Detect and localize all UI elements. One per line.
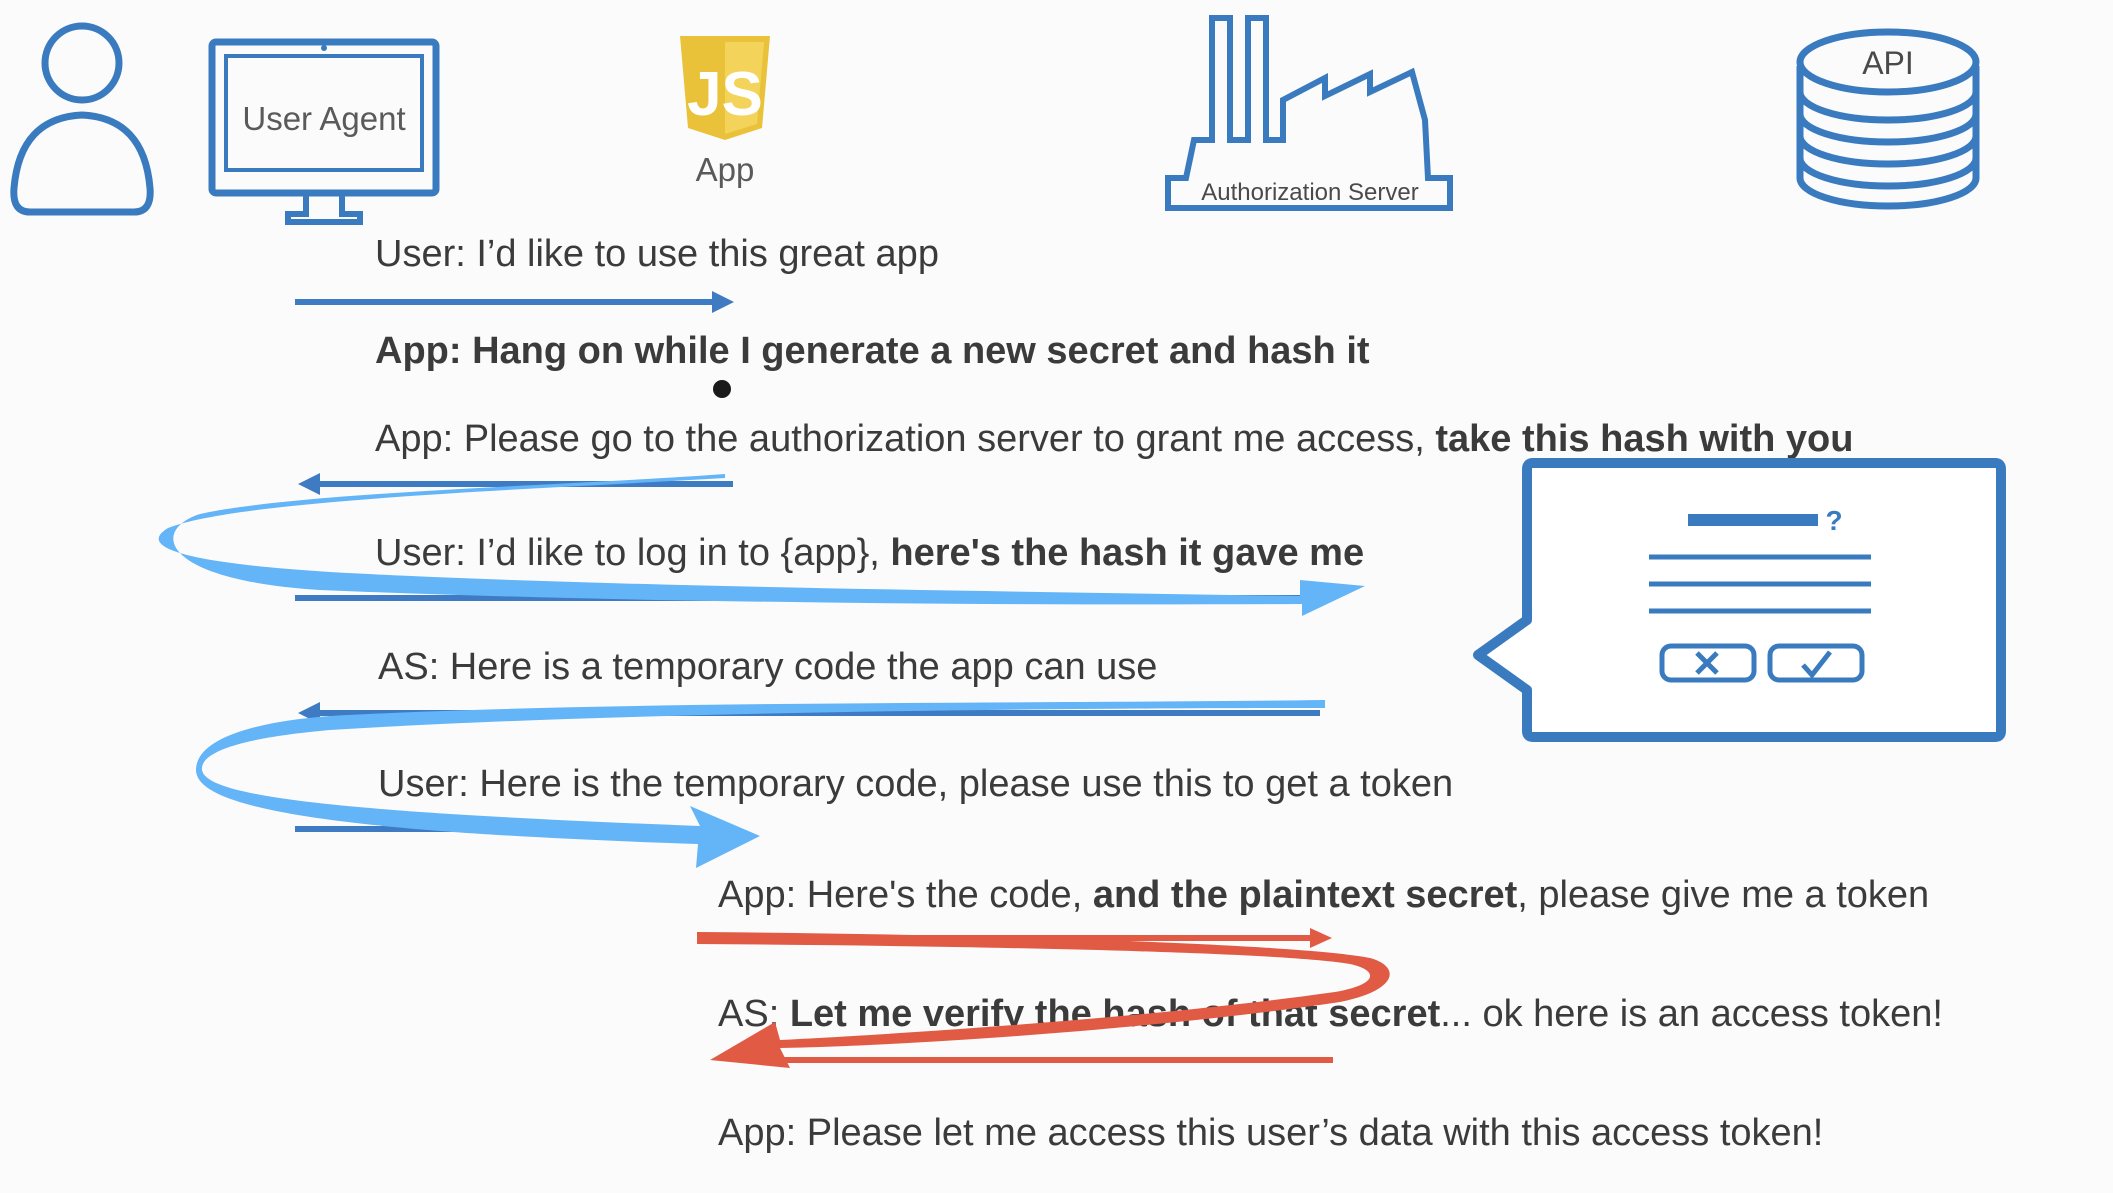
message-1: User: I’d like to use this great app: [375, 233, 939, 275]
user-icon: [10, 22, 154, 216]
app-label: App: [696, 151, 755, 188]
api-database-icon: API: [1796, 28, 1980, 210]
x-mark-icon: [1695, 651, 1719, 675]
consent-dialog: ?: [1473, 458, 2006, 742]
api-label: API: [1862, 45, 1914, 81]
message-7: App: Here's the code, and the plaintext …: [718, 874, 1929, 916]
user-agent-label: User Agent: [242, 100, 405, 137]
app-js-logo-icon: JS App: [680, 36, 770, 188]
question-mark-icon: ?: [1825, 505, 1842, 536]
approve-button[interactable]: [1767, 643, 1865, 683]
swoosh-arrow-redirect-to-app: [196, 700, 1325, 868]
message-2: App: Hang on while I generate a new secr…: [375, 330, 1370, 372]
message-6: User: Here is the temporary code, please…: [378, 763, 1453, 805]
js-logo-text: JS: [687, 60, 763, 129]
message-8: AS: Let me verify the hash of that secre…: [718, 993, 1943, 1035]
message-4: User: I’d like to log in to {app}, here'…: [375, 532, 1364, 574]
arrow-user-to-app: [295, 291, 734, 313]
red-arrows: [697, 928, 1390, 1068]
arrow-app-to-user-agent: [298, 473, 733, 495]
authorization-server-factory-icon: Authorization Server: [1165, 15, 1453, 211]
message-5: AS: Here is a temporary code the app can…: [378, 646, 1157, 688]
check-mark-icon: [1801, 650, 1832, 679]
message-9: App: Please let me access this user’s da…: [718, 1112, 1823, 1154]
message-3: App: Please go to the authorization serv…: [375, 418, 1853, 460]
deny-button[interactable]: [1659, 643, 1757, 683]
dialog-title-bar: [1688, 514, 1818, 526]
user-agent-monitor-icon: User Agent: [208, 38, 440, 225]
authorization-server-label: Authorization Server: [1201, 179, 1418, 206]
swoosh-arrow-redirect-to-auth-server: [158, 474, 1365, 616]
pointer-dot: [713, 380, 731, 398]
swoosh-arrow-token-exchange-red: [697, 932, 1390, 1068]
